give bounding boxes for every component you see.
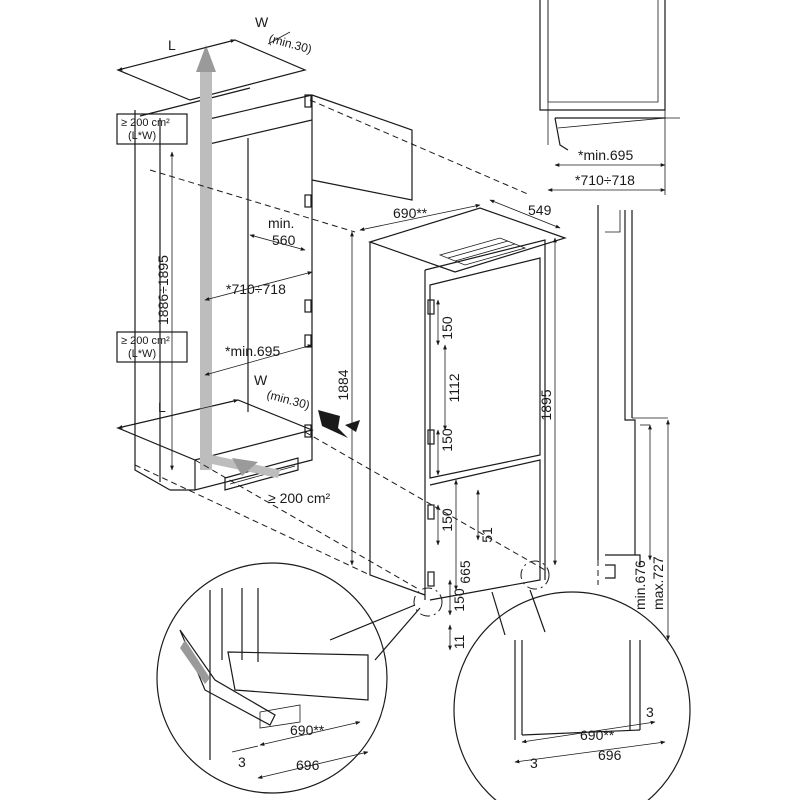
label-fridge-height: 1884: [335, 369, 351, 400]
label-1112: 1112: [446, 373, 462, 402]
label-detL-696: 696: [296, 757, 320, 773]
label-150-d: 150: [451, 588, 467, 612]
label-width-min: *min.695: [225, 343, 280, 359]
fridge-appliance: [318, 207, 567, 601]
label-side-max: max.727: [650, 556, 666, 610]
label-detR-3a: 3: [646, 704, 654, 720]
label-height-range: 1886÷1895: [155, 255, 171, 325]
label-W-top-sub: (min.30): [267, 31, 313, 56]
side-view: min.676 max.727: [597, 205, 670, 641]
label-W-top: W: [255, 14, 269, 30]
label-150-a: 150: [439, 316, 455, 340]
airflow-arrow: [196, 45, 280, 478]
label-top-min: *min.695: [578, 147, 633, 163]
top-view: *min.695 *710÷718: [539, 0, 680, 195]
label-L-bottom: L: [158, 399, 166, 415]
label-detL-690: 690**: [290, 722, 325, 738]
label-150-c: 150: [439, 508, 455, 532]
fridge-dimensions: 690** 549 1884 1895 150 1112 150 150 51 …: [335, 199, 561, 651]
label-11: 11: [451, 635, 467, 650]
label-fridge-width: 690**: [393, 205, 428, 221]
label-W-bottom: W: [254, 372, 268, 388]
label-vent-plinth: ≥ 200 cm²: [268, 490, 330, 506]
label-detR-696: 696: [598, 747, 622, 763]
label-fridge-depth: 549: [528, 202, 552, 218]
detail-right: 690** 3 696 3: [453, 589, 691, 805]
label-W-bottom-sub: (min.30): [265, 387, 311, 412]
vent-bottom-line2: (L*W): [128, 348, 156, 360]
label-fridge-total: 1895: [538, 389, 554, 420]
label-detR-3b: 3: [530, 755, 538, 771]
label-side-min: min.676: [632, 560, 648, 610]
detail-left: 690** 3 696: [156, 562, 421, 794]
label-150-b: 150: [439, 428, 455, 452]
label-depth-min1: min.: [268, 215, 294, 231]
vent-top-line2: (L*W): [128, 130, 156, 142]
cabinet-dimensions: L W (min.30) ≥ 200 cm² (L*W) 1886÷1895 m…: [116, 14, 330, 506]
label-detL-3: 3: [238, 754, 246, 770]
label-detR-690: 690**: [580, 727, 615, 743]
label-665: 665: [457, 560, 473, 584]
label-depth-min2: 560: [272, 232, 296, 248]
label-top-range: *710÷718: [575, 172, 635, 188]
projection-lines: [134, 99, 546, 591]
vent-bottom-line1: ≥ 200 cm²: [121, 335, 170, 347]
label-width-range: *710÷718: [226, 281, 286, 297]
label-51: 51: [479, 527, 495, 543]
vent-top-line1: ≥ 200 cm²: [121, 117, 170, 129]
label-L-top: L: [168, 37, 176, 53]
